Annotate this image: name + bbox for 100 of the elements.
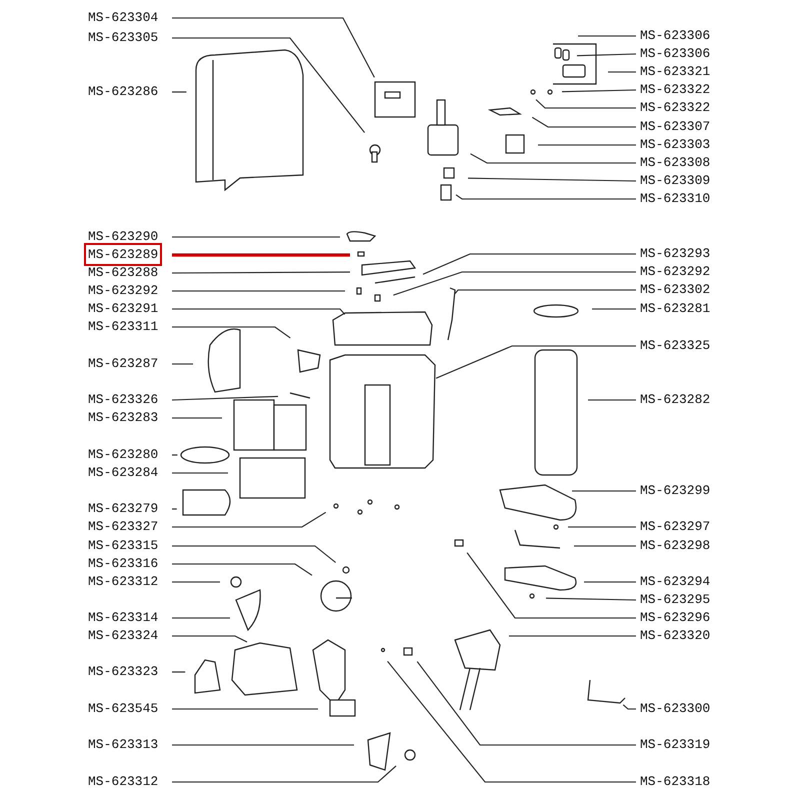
leader-line <box>584 581 636 583</box>
leader-line <box>172 671 186 673</box>
leader-line <box>509 635 636 637</box>
part-number-label: MS-623284 <box>88 465 158 480</box>
part-number-label: MS-623279 <box>88 501 158 516</box>
part-number-label: MS-623315 <box>88 538 158 553</box>
part-number-label: MS-623304 <box>88 10 158 25</box>
part-number-label: MS-623309 <box>640 173 710 188</box>
part-number-label: MS-623323 <box>88 664 158 679</box>
part-number-label: MS-623312 <box>88 774 158 789</box>
part-number-label: MS-623545 <box>88 701 158 716</box>
leader-line <box>172 454 178 456</box>
part-number-label: MS-623283 <box>88 410 158 425</box>
part-number-label: MS-623306 <box>640 28 710 43</box>
part-number-label: MS-623325 <box>640 338 710 353</box>
part-number-label: MS-623288 <box>88 265 158 280</box>
part-number-label: MS-623319 <box>640 737 710 752</box>
part-number-label: MS-623322 <box>640 82 710 97</box>
part-number-label: MS-623287 <box>88 356 158 371</box>
part-number-label: MS-623300 <box>640 701 710 716</box>
leader-line <box>588 399 636 401</box>
leader-line <box>172 617 230 619</box>
part-number-label: MS-623311 <box>88 319 158 334</box>
part-number-label: MS-623281 <box>640 301 710 316</box>
leader-line <box>172 708 318 710</box>
part-number-label: MS-623290 <box>88 229 158 244</box>
part-number-label: MS-623292 <box>88 283 158 298</box>
leader-line <box>532 116 636 128</box>
leader-line <box>574 545 636 547</box>
leader-line <box>172 308 346 315</box>
part-number-label: MS-623293 <box>640 246 710 261</box>
part-number-label: MS-623307 <box>640 119 710 134</box>
leader-line <box>172 37 365 133</box>
part-number-label: MS-623316 <box>88 556 158 571</box>
part-number-label: MS-623292 <box>640 264 710 279</box>
leader-line <box>536 99 636 109</box>
part-number-label: MS-623314 <box>88 610 158 625</box>
leader-line <box>172 17 375 78</box>
part-number-label: MS-623324 <box>88 628 158 643</box>
leader-line <box>172 272 350 274</box>
leader-line <box>468 178 636 182</box>
part-number-label: MS-623327 <box>88 519 158 534</box>
leader-line <box>456 194 636 200</box>
part-number-label: MS-623312 <box>88 574 158 589</box>
leader-line <box>576 53 636 56</box>
part-number-label: MS-623310 <box>640 191 710 206</box>
leader-line <box>436 345 636 379</box>
leader-line <box>454 289 636 294</box>
part-number-label: MS-623280 <box>88 447 158 462</box>
leader-line <box>393 271 636 296</box>
leader-line <box>592 308 636 310</box>
leader-line <box>172 326 291 338</box>
leader-line <box>387 660 636 783</box>
part-number-label: MS-623298 <box>640 538 710 553</box>
leader-line <box>572 490 636 492</box>
leader-line <box>172 253 350 257</box>
leader-line <box>172 290 345 292</box>
leader-line <box>568 526 636 528</box>
leader-line <box>538 144 636 146</box>
leader-line <box>172 396 278 401</box>
part-number-label: MS-623326 <box>88 392 158 407</box>
leader-line <box>608 71 636 73</box>
part-number-label: MS-623322 <box>640 100 710 115</box>
part-number-label: MS-623313 <box>88 737 158 752</box>
leader-line <box>172 635 248 642</box>
part-number-label: MS-623305 <box>88 30 158 45</box>
part-number-label: MS-623306 <box>640 46 710 61</box>
leader-line <box>172 91 186 93</box>
leader-line <box>422 253 636 275</box>
leader-line <box>172 236 340 238</box>
leader-line <box>466 552 636 619</box>
leader-line <box>172 363 193 365</box>
leader-line <box>172 744 354 746</box>
leader-line <box>172 508 177 510</box>
leader-line <box>622 704 636 710</box>
part-number-label: MS-623299 <box>640 483 710 498</box>
leader-line <box>578 35 636 37</box>
part-number-label: MS-623295 <box>640 592 710 607</box>
leader-line <box>172 563 312 576</box>
part-number-label: MS-623308 <box>640 155 710 170</box>
leader-line <box>562 89 636 92</box>
leader-line <box>172 545 336 563</box>
leader-line <box>172 417 222 419</box>
part-number-label: MS-623318 <box>640 774 710 789</box>
part-number-label: MS-623286 <box>88 84 158 99</box>
leader-line <box>416 661 636 746</box>
part-number-label: MS-623320 <box>640 628 710 643</box>
part-number-label: MS-623296 <box>640 610 710 625</box>
leader-line <box>470 153 636 164</box>
part-number-label: MS-623297 <box>640 519 710 534</box>
leader-line <box>546 598 636 601</box>
leader-line <box>172 581 220 583</box>
part-number-label: MS-623303 <box>640 137 710 152</box>
part-number-label: MS-623321 <box>640 64 710 79</box>
leader-line <box>172 512 326 528</box>
part-number-label: MS-623282 <box>640 392 710 407</box>
part-number-label: MS-623302 <box>640 282 710 297</box>
part-number-label: MS-623294 <box>640 574 710 589</box>
part-number-label: MS-623291 <box>88 301 158 316</box>
leader-line <box>172 472 228 474</box>
